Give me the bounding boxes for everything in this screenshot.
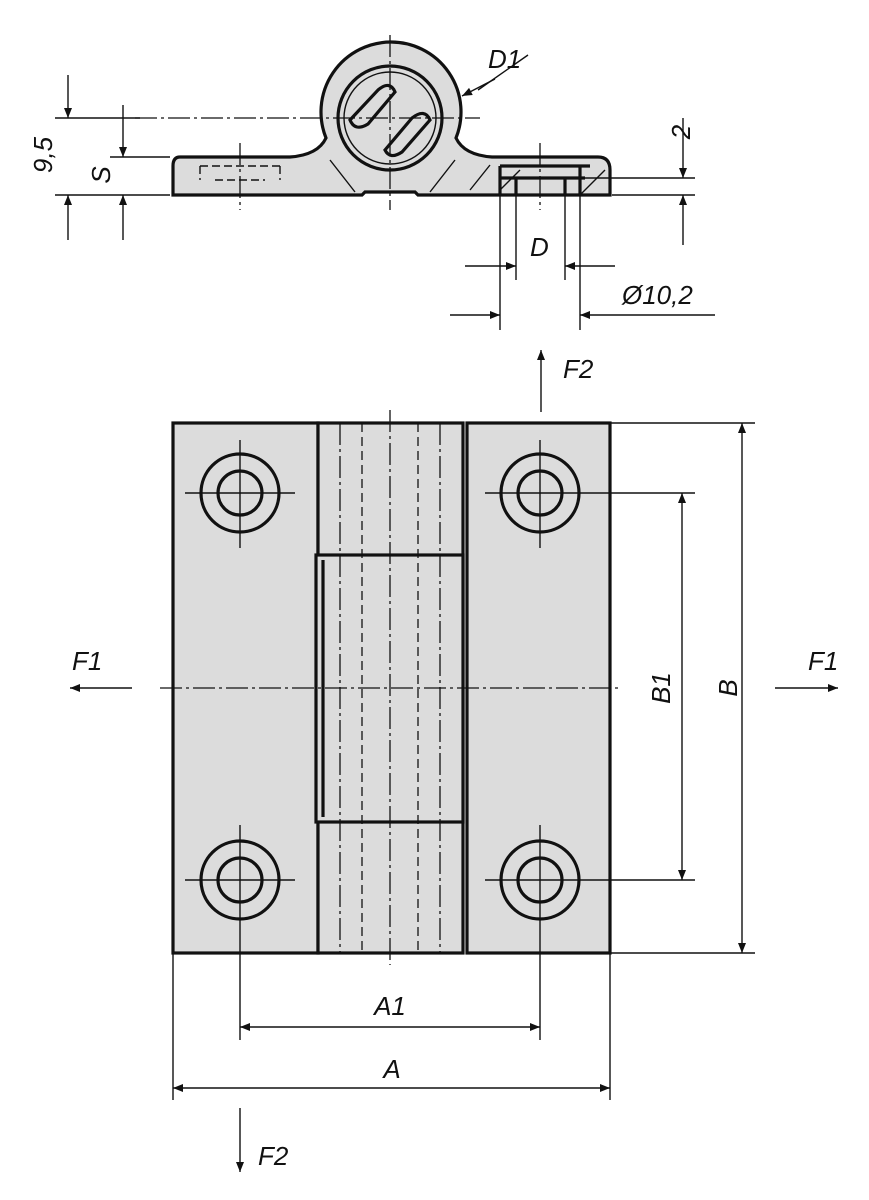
dim-b-label: B [713, 679, 743, 696]
force-f2-top-label: F2 [563, 354, 594, 384]
dim-b1-label: B1 [646, 672, 676, 704]
dim-a1-label: A1 [372, 991, 406, 1021]
side-centerlines [135, 35, 541, 210]
pin-hidden-lines [361, 423, 419, 953]
dim-a-label: A [381, 1054, 400, 1084]
counterbore-section-right [498, 164, 590, 195]
dim-2-label: 2 [666, 124, 696, 140]
dim-9-5-label: 9,5 [28, 136, 58, 173]
pin-slots [348, 83, 432, 158]
side-view: 9,5 S 2 D1 D Ø10,2 [28, 35, 715, 330]
dim-d1-label: D1 [488, 44, 521, 74]
dim-cb-label: Ø10,2 [621, 280, 693, 310]
section-hatching [329, 159, 606, 196]
force-f1-left-label: F1 [72, 646, 102, 676]
dim-s-label: S [86, 166, 116, 184]
force-f2-bottom-label: F2 [258, 1141, 289, 1171]
front-view: F2 F1 F1 F2 B1 B A1 A [70, 350, 838, 1172]
d1-leader-arrow [461, 78, 496, 97]
extension-lines [55, 117, 695, 196]
force-f1-right-label: F1 [808, 646, 838, 676]
hole-extension-lines [499, 195, 581, 330]
dim-d-label: D [530, 232, 549, 262]
front-centerlines [160, 410, 620, 965]
hidden-counterbore-left [199, 165, 281, 181]
hinge-side-profile [171, 40, 612, 197]
front-extension-lines [172, 422, 755, 1100]
